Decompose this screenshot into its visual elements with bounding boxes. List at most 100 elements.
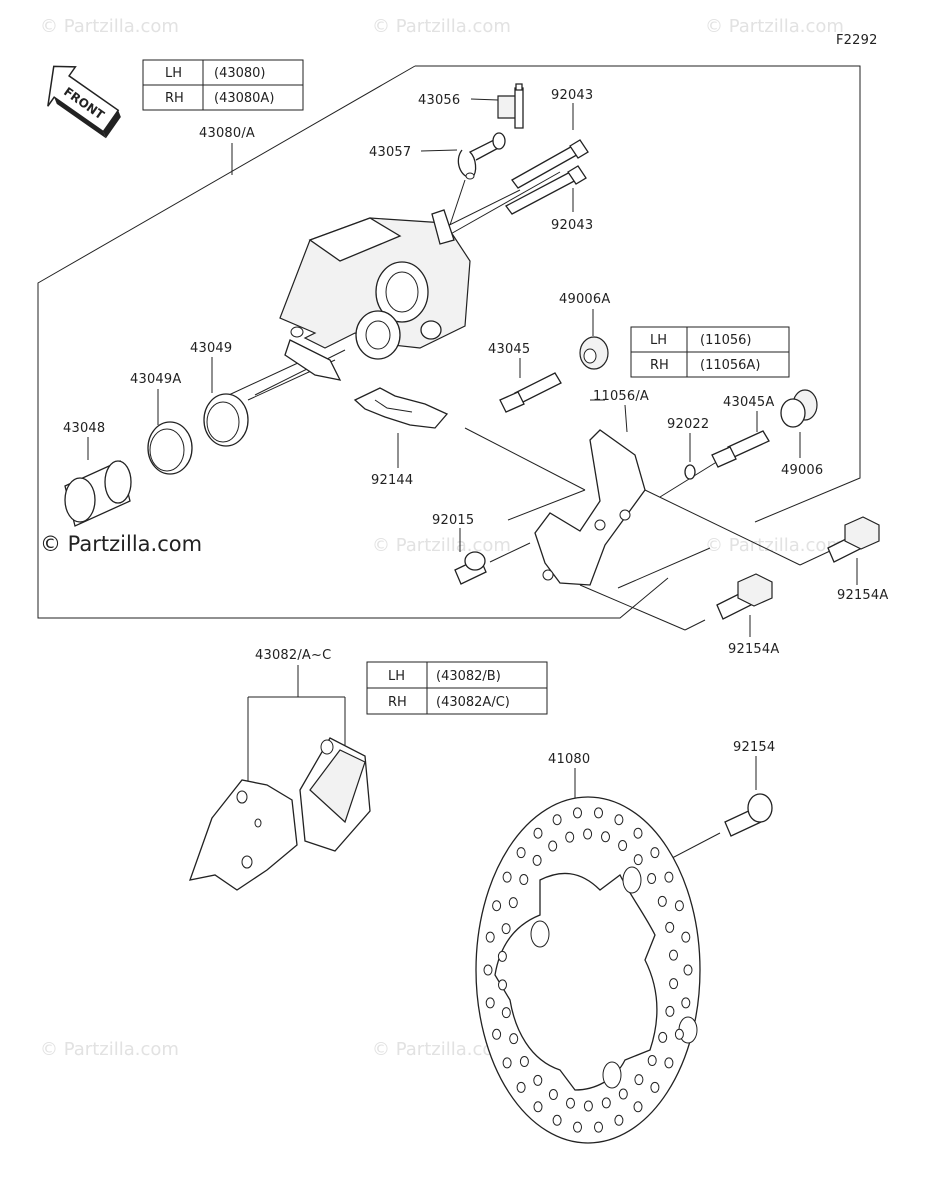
part-label-11056: 11056/A [593,389,649,404]
watermark: © Partzilla.com [40,1039,179,1060]
piston-43048 [64,460,132,527]
disc-vent-hole [516,1081,526,1093]
table-cell: LH [165,66,182,81]
disc-vent-hole [532,854,542,866]
disc-vent-hole [548,1089,558,1100]
part-label-43048: 43048 [63,421,105,436]
part-label-92015: 92015 [432,513,474,528]
disc-vent-hole [533,827,543,839]
table-cell: RH [650,358,669,373]
disc-vent-hole [573,807,582,819]
disc-vent-hole [533,1101,543,1113]
caliper-pin-92043 [505,139,589,215]
disc-vent-hole [618,840,628,851]
disc-vent-hole [633,854,643,866]
disc-vent-hole [634,1074,644,1086]
pad-spring-92144 [353,387,449,429]
part-label-49006A: 49006A [559,292,610,307]
disc-vent-holes [483,807,693,1133]
disc-vent-hole [650,1081,660,1093]
part-label-43080: 43080/A [199,126,255,141]
lh-rh-table-pads: LH (43082/B) RH (43082A/C) [366,661,548,715]
part-label-92154A: 92154A [837,588,888,603]
lh-rh-table-bracket: LH (11056) RH (11056A) [630,326,790,378]
disc-vent-hole [509,1033,519,1045]
disc-vent-hole [618,1088,628,1100]
disc-vent-hole [674,1028,684,1040]
disc-vent-hole [681,997,691,1009]
caliper-body-43080 [279,209,471,381]
disc-vent-hole [594,1121,603,1133]
part-label-43057: 43057 [369,145,411,160]
boot-49006 [780,389,818,428]
table-cell: (43080) [214,66,266,81]
table-cell: RH [388,695,407,710]
table-cell: RH [165,91,184,106]
brake-disc-41080 [475,796,701,1144]
disc-vent-hole [485,931,495,943]
bleeder-cap-43057 [457,132,506,180]
diagram-code: F2292 [836,33,878,48]
piston-seal-43049 [203,393,249,447]
disc-vent-hole [573,1121,582,1133]
part-label-43049: 43049 [190,341,232,356]
disc-vent-hole [674,900,684,912]
table-cell: (11056A) [700,358,760,373]
leader-lines [87,98,858,881]
circlip-92022 [684,464,696,480]
watermark: © Partzilla.com [40,16,179,37]
watermark: © Partzilla.com [705,535,844,556]
disc-vent-hole [601,1097,611,1109]
disc-vent-hole [665,1005,675,1017]
bolt-92154A [827,516,880,563]
sleeve-92015 [454,551,487,585]
disc-vent-hole [583,828,593,840]
front-arrow-icon: FRONT [47,65,121,139]
disc-vent-hole [664,871,674,883]
disc-vent-hole [647,873,657,884]
disc-vent-hole [519,874,529,885]
disc-vent-hole [650,847,660,859]
disc-vent-hole [502,1057,512,1069]
bolt-92154A [716,573,773,620]
disc-vent-hole [498,979,507,991]
caliper-bracket-11056 [534,429,646,586]
watermark: © Partzilla.com [372,1039,511,1060]
slide-pin-43045 [499,372,562,413]
disc-vent-hole [594,807,603,819]
disc-vent-hole [633,1101,643,1113]
part-label-92043: 92043 [551,218,593,233]
disc-vent-hole [552,814,562,826]
disc-vent-hole [583,1100,593,1112]
disc-vent-hole [657,895,667,907]
watermark: © Partzilla.com [372,535,511,556]
disc-vent-hole [485,997,495,1009]
part-label-92144: 92144 [371,473,413,488]
disc-vent-hole [552,1114,562,1126]
dust-seal-43049A [147,421,193,475]
disc-vent-hole [548,840,558,852]
assembly-outline [37,65,669,619]
part-label-41080: 41080 [548,752,590,767]
table-cell: (43082A/C) [436,695,510,710]
part-label-49006: 49006 [781,463,823,478]
disc-vent-hole [502,871,512,883]
disc-vent-hole [681,931,691,943]
table-cell: (43082/B) [436,669,501,684]
disc-vent-hole [508,897,518,909]
table-cell: (11056) [700,333,752,348]
disc-bolt-92154 [724,793,773,837]
disc-vent-hole [566,1097,575,1109]
disc-vent-hole [658,1031,668,1043]
part-label-43049A: 43049A [130,372,181,387]
disc-vent-hole [614,814,624,826]
disc-vent-hole [665,921,675,933]
brake-pad-set-43082 [189,737,371,891]
table-cell: (43080A) [214,91,274,106]
disc-vent-hole [614,1114,624,1126]
disc-vent-hole [497,950,507,962]
disc-vent-hole [501,923,511,935]
disc-vent-hole [664,1057,674,1069]
